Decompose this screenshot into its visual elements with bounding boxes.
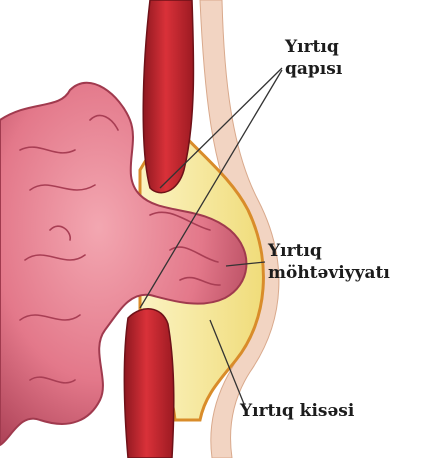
label-hernia-gate-line1: Yırtıq [285, 36, 342, 58]
label-hernia-gate-line2: qapısı [285, 58, 342, 80]
label-hernia-gate: Yırtıq qapısı [285, 36, 342, 80]
abdominal-muscle-upper [143, 0, 193, 193]
label-hernia-content: Yırtıq möhtəviyyatı [268, 240, 390, 284]
abdominal-muscle-lower [124, 309, 174, 458]
label-hernia-content-line2: möhtəviyyatı [268, 262, 390, 284]
label-hernia-sac: Yırtıq kisəsi [240, 400, 354, 422]
label-hernia-content-line1: Yırtıq [268, 240, 390, 262]
